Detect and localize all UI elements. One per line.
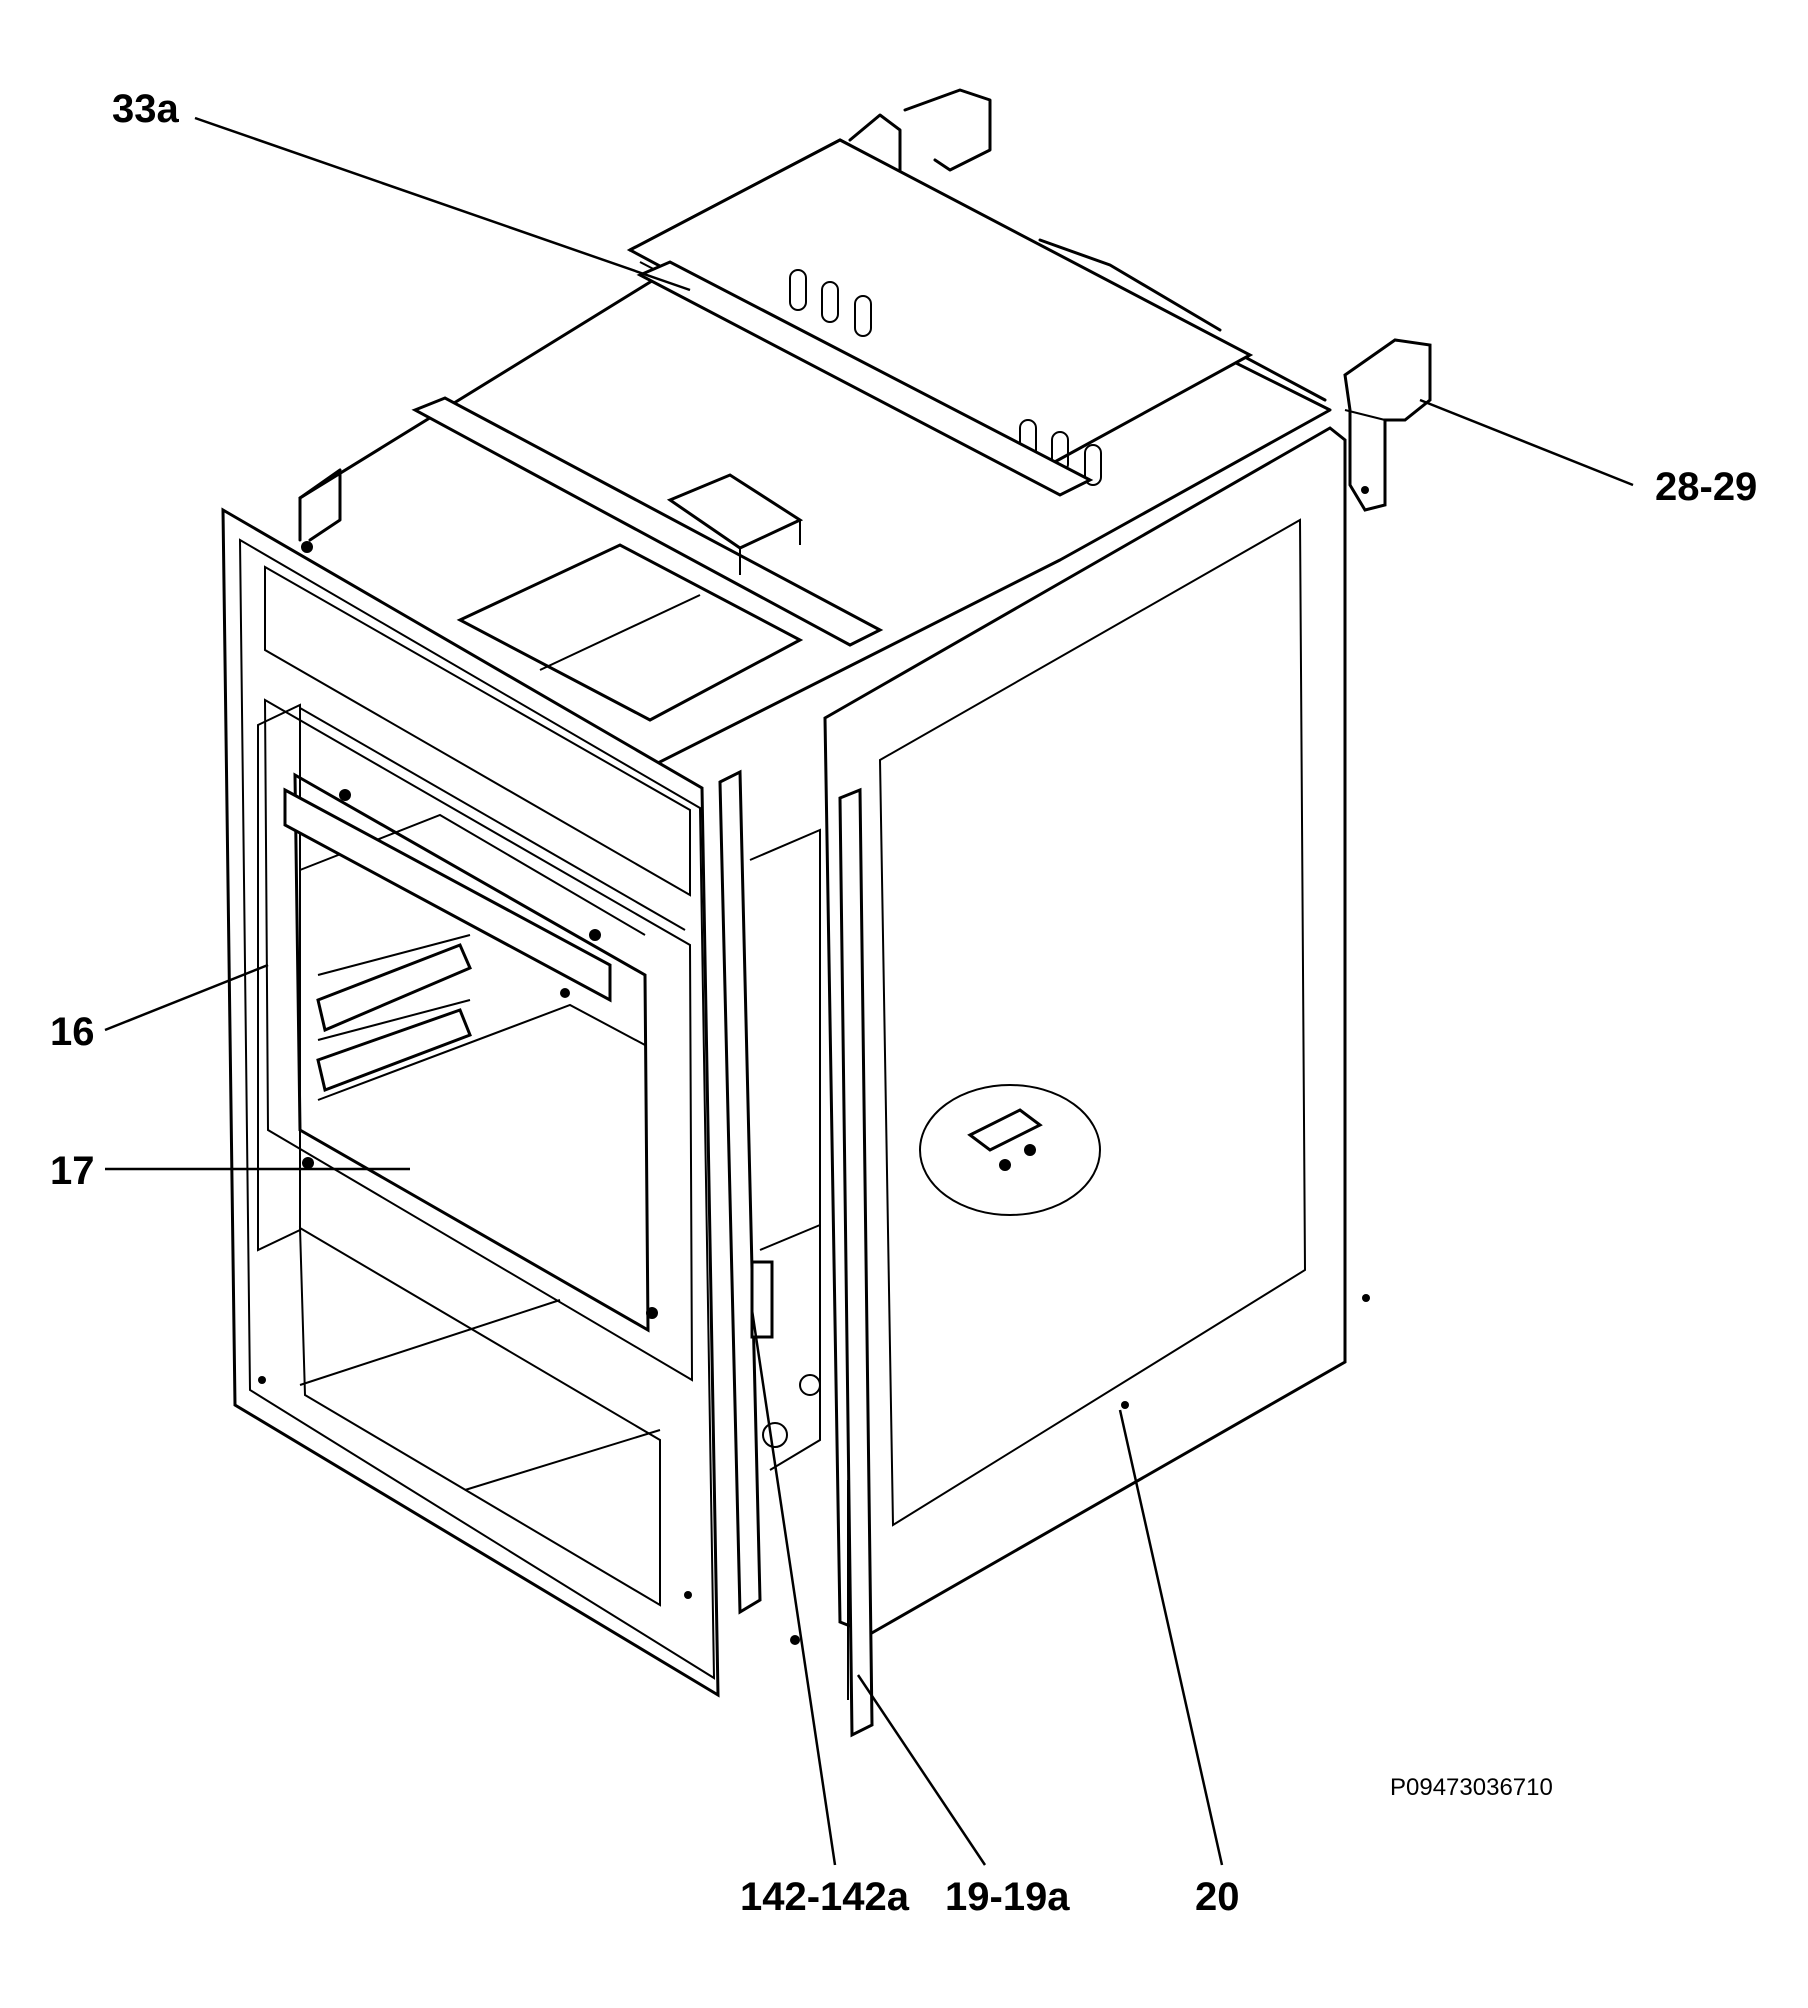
cabinet-body (298, 88, 1332, 774)
side-hatch (919, 1084, 1101, 1216)
callout-142-142a: 142-142a (740, 1875, 910, 1919)
side-panel-20 (823, 426, 1370, 1636)
front-frame (221, 507, 720, 1698)
trim-strip-19-19a (838, 787, 874, 1738)
hinge-142-142a (750, 1260, 800, 1645)
callout-17: 17 (50, 1149, 95, 1193)
callout-33a: 33a (112, 87, 179, 131)
callout-20: 20 (1195, 1875, 1240, 1919)
document-id: P09473036710 (1390, 1774, 1553, 1801)
leader-lines (104, 116, 1634, 1866)
mounting-bracket-28-29 (1343, 338, 1432, 512)
inner-side-plate (718, 769, 821, 1645)
callout-16: 16 (50, 1010, 95, 1054)
callout-19-19a: 19-19a (945, 1875, 1070, 1919)
callout-28-29: 28-29 (1655, 465, 1757, 509)
